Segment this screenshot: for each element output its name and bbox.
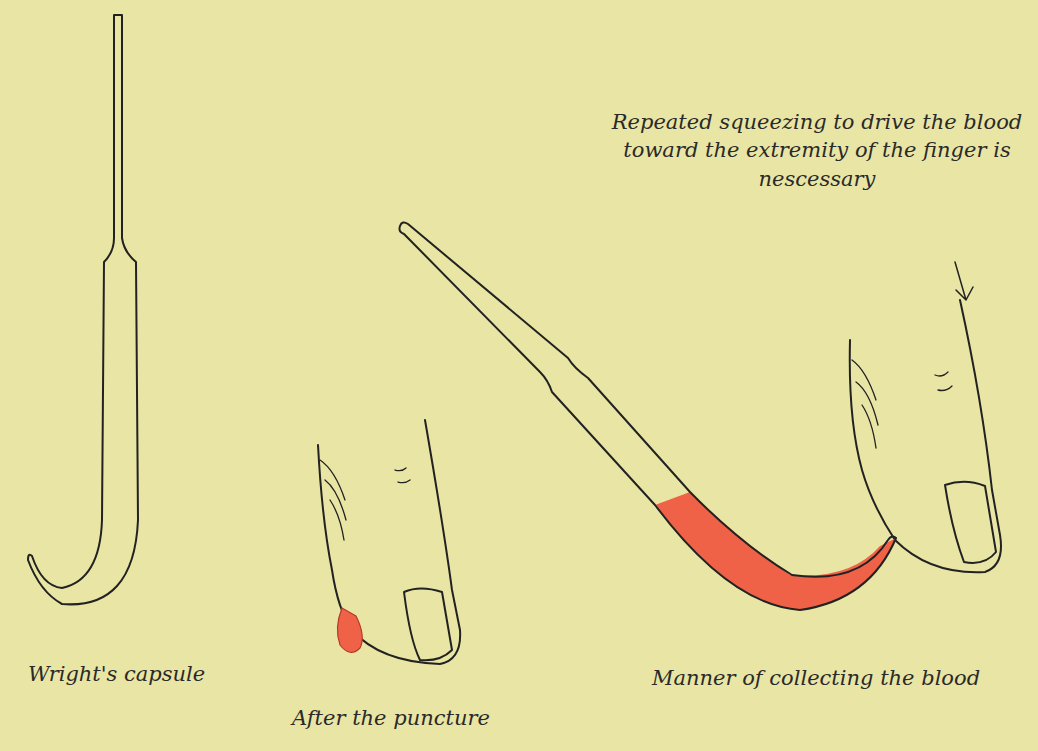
blood-column (655, 492, 896, 610)
figure-caption: Manner of collecting the blood (652, 664, 980, 692)
fingertip (318, 420, 460, 664)
figure-caption: Wright's capsule (28, 660, 205, 688)
blood-drop (337, 608, 362, 652)
fingertip (850, 300, 1001, 572)
figure-caption: After the puncture (292, 704, 490, 732)
wright-capsule (28, 15, 138, 604)
pointer-arrow (955, 262, 973, 300)
wright-capsule (400, 222, 897, 610)
skin-lines (852, 360, 952, 448)
fingernail (945, 482, 996, 563)
note: Repeated squeezing to drive the blood to… (602, 108, 1032, 193)
skin-lines (320, 460, 410, 540)
fingernail (404, 589, 452, 661)
